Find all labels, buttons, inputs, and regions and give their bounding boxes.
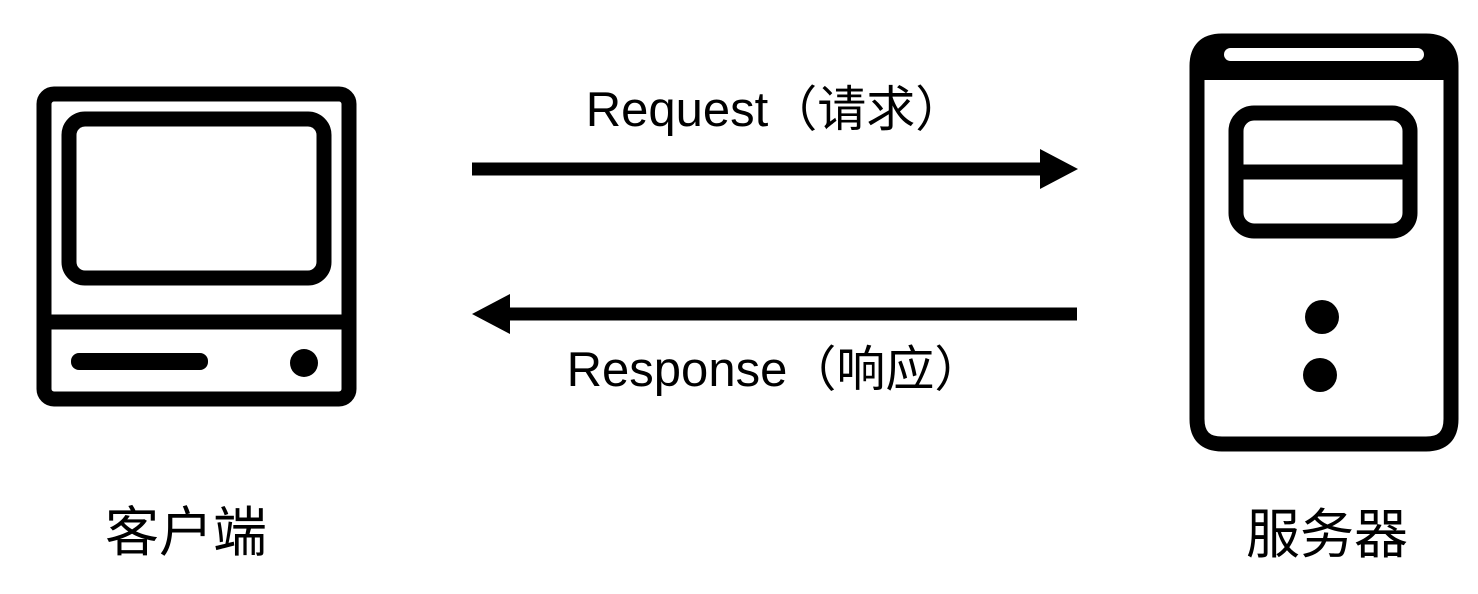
server-tower-icon (1189, 33, 1459, 452)
server-led-top-shape (1305, 300, 1339, 334)
response-arrow-label: Response（响应） (566, 343, 984, 397)
client-label: 客户端 (105, 503, 267, 563)
floppy-slot-shape (71, 353, 208, 370)
desktop-computer-icon (36, 86, 357, 407)
server-led-bottom-shape (1303, 358, 1337, 392)
power-dot-shape (290, 349, 318, 377)
request-arrow-label: Request（请求） (585, 83, 965, 137)
request-arrow-icon (472, 149, 1078, 189)
server-label: 服务器 (1246, 505, 1408, 565)
server-lid-slot-shape (1224, 48, 1424, 61)
response-arrow-icon (472, 294, 1077, 334)
